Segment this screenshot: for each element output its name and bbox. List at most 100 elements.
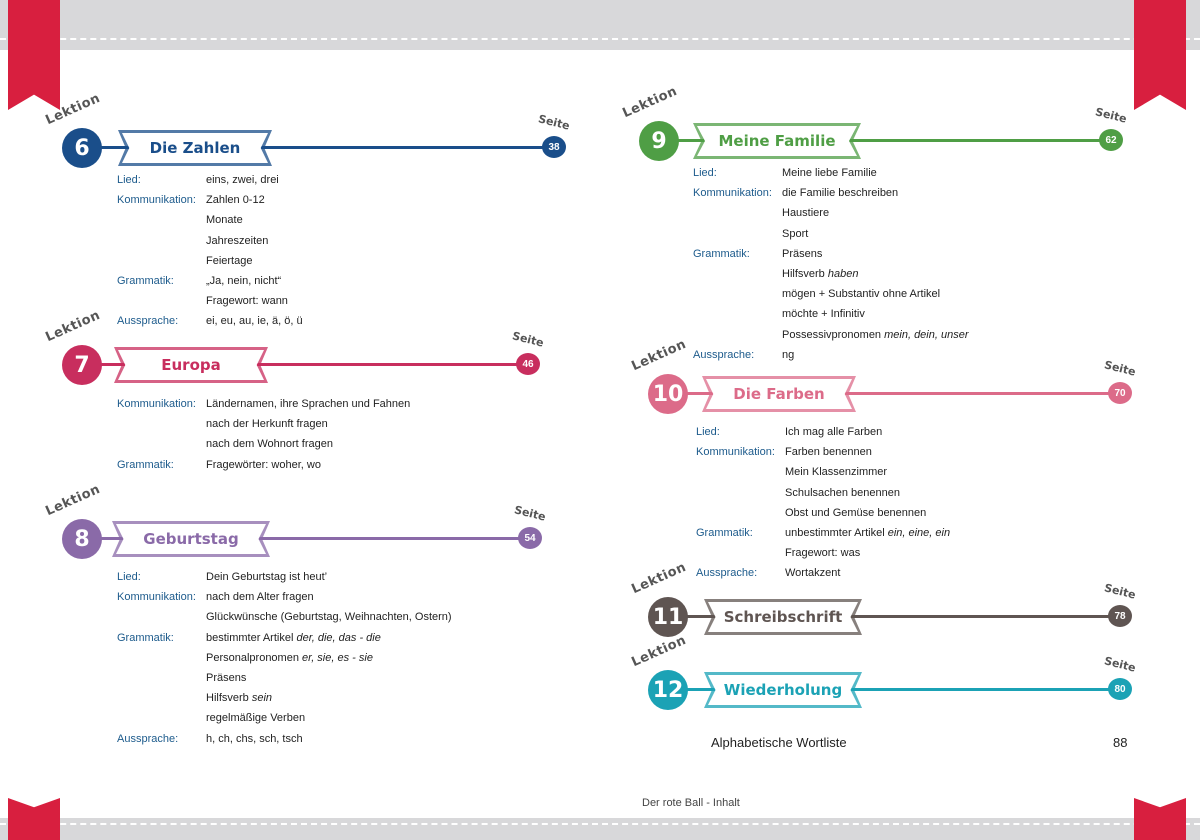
toc-entry-text: Sport	[782, 227, 809, 240]
toc-entry-text: Präsens	[206, 672, 247, 685]
lesson-page-number[interactable]: 70	[1108, 382, 1132, 404]
lesson-line	[82, 146, 552, 149]
toc-entry: nach der Herkunft fragen	[206, 414, 328, 434]
page-footer: Der rote Ball - Inhalt	[642, 797, 740, 809]
lesson-page-number[interactable]: 46	[516, 353, 540, 375]
lesson-number: 7	[62, 345, 102, 385]
toc-entry-text: Glückwünsche (Geburtstag, Weihnachten, O…	[206, 611, 452, 624]
toc-entry-example: er, sie, es - sie	[302, 651, 373, 664]
toc-entry-text: Jahreszeiten	[206, 234, 269, 247]
lesson-page-number[interactable]: 54	[518, 527, 542, 549]
toc-entry-text: Präsens	[782, 247, 823, 260]
lesson-page-number[interactable]: 62	[1099, 129, 1123, 151]
toc-entry-text: unbestimmter Artikel	[785, 527, 888, 540]
lesson-title[interactable]: Europa	[118, 350, 264, 380]
toc-row: Kommunikation: Ländernamen, ihre Sprachen…	[117, 394, 410, 414]
toc-entry: eins, zwei, drei	[206, 170, 279, 190]
lesson-page-number[interactable]: 38	[542, 136, 566, 158]
lesson-title[interactable]: Wiederholung	[708, 675, 858, 705]
toc-entry: Ich mag alle Farben	[785, 422, 882, 442]
toc-entry: Präsens	[206, 668, 246, 688]
toc-entry-text: Feiertage	[206, 254, 253, 267]
lesson-title[interactable]: Geburtstag	[116, 524, 266, 554]
toc-entry-text: Ich mag alle Farben	[785, 426, 883, 438]
lektion-label: Lektion	[629, 336, 689, 375]
wortliste-entry[interactable]: Alphabetische Wortliste	[711, 735, 847, 750]
lesson-page-number[interactable]: 80	[1108, 678, 1132, 700]
toc-entry-text: ng	[782, 348, 795, 361]
lesson-title[interactable]: Die Farben	[706, 379, 852, 409]
toc-entry-text: ei, eu, au, ie, ä, ö, ü	[206, 315, 303, 328]
toc-entry: Hilfsverb haben	[782, 264, 858, 284]
toc-entry: Meine liebe Familie	[782, 163, 877, 183]
toc-entry: Haustiere	[782, 203, 829, 223]
toc-category	[117, 434, 206, 454]
toc-row: Fragewort: wann	[117, 291, 303, 311]
toc-entry: Hilfsverb sein	[206, 688, 272, 708]
toc-row: Jahreszeiten	[117, 231, 303, 251]
lesson-number: 6	[62, 128, 102, 168]
toc-entry: Schulsachen benennen	[785, 483, 900, 503]
toc-category	[696, 462, 785, 482]
wortliste-page-number[interactable]: 88	[1113, 735, 1128, 750]
toc-entry-text: Fragewort: was	[785, 547, 861, 560]
toc-entry: Präsens	[782, 244, 822, 264]
toc-entry: Glückwünsche (Geburtstag, Weihnachten, O…	[206, 607, 452, 627]
lesson-number: 12	[648, 670, 688, 710]
toc-entry: mögen + Substantiv ohne Artikel	[782, 284, 940, 304]
toc-entry-text: Obst und Gemüse benennen	[785, 506, 927, 519]
toc-row: Obst und Gemüse benennen	[696, 503, 950, 523]
lesson-title[interactable]: Schreibschrift	[708, 602, 858, 632]
toc-category: Lied:	[117, 174, 141, 186]
toc-entry: h, ch, chs, sch, tsch	[206, 729, 303, 749]
toc-entry-text: nach dem Wohnort fragen	[206, 438, 333, 451]
toc-row: Aussprache:ei, eu, au, ie, ä, ö, ü	[117, 311, 303, 331]
seite-label: Seite	[1102, 358, 1137, 379]
bookmark-ribbon-bottom-left	[8, 798, 60, 840]
toc-entry-text: Meine liebe Familie	[782, 167, 877, 179]
toc-category: Kommunikation:	[117, 194, 196, 207]
lesson-title[interactable]: Die Zahlen	[122, 133, 268, 163]
lesson-line	[82, 537, 528, 540]
lesson-line	[668, 688, 1118, 691]
toc-entry: ng	[782, 345, 794, 365]
toc-category: Lied:	[117, 571, 141, 583]
toc-row: Feiertage	[117, 251, 303, 271]
lektion-label: Lektion	[620, 83, 680, 122]
toc-entry-example: mein, dein, unser	[884, 328, 969, 341]
toc-entry: Fragewort: was	[785, 543, 860, 563]
toc-category: Grammatik:	[693, 247, 750, 260]
toc-row: Mein Klassenzimmer	[696, 462, 950, 482]
toc-category	[693, 264, 782, 284]
toc-category: Kommunikation:	[117, 398, 196, 410]
bottom-band	[0, 818, 1200, 840]
toc-entry-text: regelmäßige Verben	[206, 712, 306, 725]
toc-entry-example: der, die, das - die	[296, 631, 381, 644]
toc-category	[117, 210, 206, 230]
toc-row: Grammatik: Präsens	[693, 244, 969, 264]
toc-entry-text: nach der Herkunft fragen	[206, 418, 328, 431]
toc-category: Grammatik:	[117, 275, 174, 288]
toc-entry-text: Ländernamen, ihre Sprachen und Fahnen	[206, 398, 411, 410]
lesson-page-number[interactable]: 78	[1108, 605, 1132, 627]
toc-category	[696, 543, 785, 563]
toc-row: Hilfsverb sein	[117, 688, 452, 708]
lesson-number: 8	[62, 519, 102, 559]
toc-entry: Obst und Gemüse benennen	[785, 503, 926, 523]
toc-row: Personalpronomen er, sie, es - sie	[117, 648, 452, 668]
toc-row: Lied: eins, zwei, drei	[117, 170, 303, 190]
lesson-number: 9	[639, 121, 679, 161]
seite-label: Seite	[1093, 105, 1128, 126]
toc-entry: bestimmter Artikel der, die, das - die	[206, 628, 381, 648]
toc-entry-text: h, ch, chs, sch, tsch	[206, 732, 303, 745]
lesson-number: 11	[648, 597, 688, 637]
toc-entry-text: Fragewort: wann	[206, 295, 288, 308]
toc-category: Lied:	[696, 426, 720, 438]
lesson-title[interactable]: Meine Familie	[697, 126, 857, 156]
toc-row: Lied:Dein Geburtstag ist heut’	[117, 567, 452, 587]
toc-category: Grammatik:	[117, 458, 174, 471]
toc-category	[117, 414, 206, 434]
toc-row: Hilfsverb haben	[693, 264, 969, 284]
toc-row: Glückwünsche (Geburtstag, Weihnachten, O…	[117, 607, 452, 627]
toc-entry-text: bestimmter Artikel	[206, 631, 297, 644]
